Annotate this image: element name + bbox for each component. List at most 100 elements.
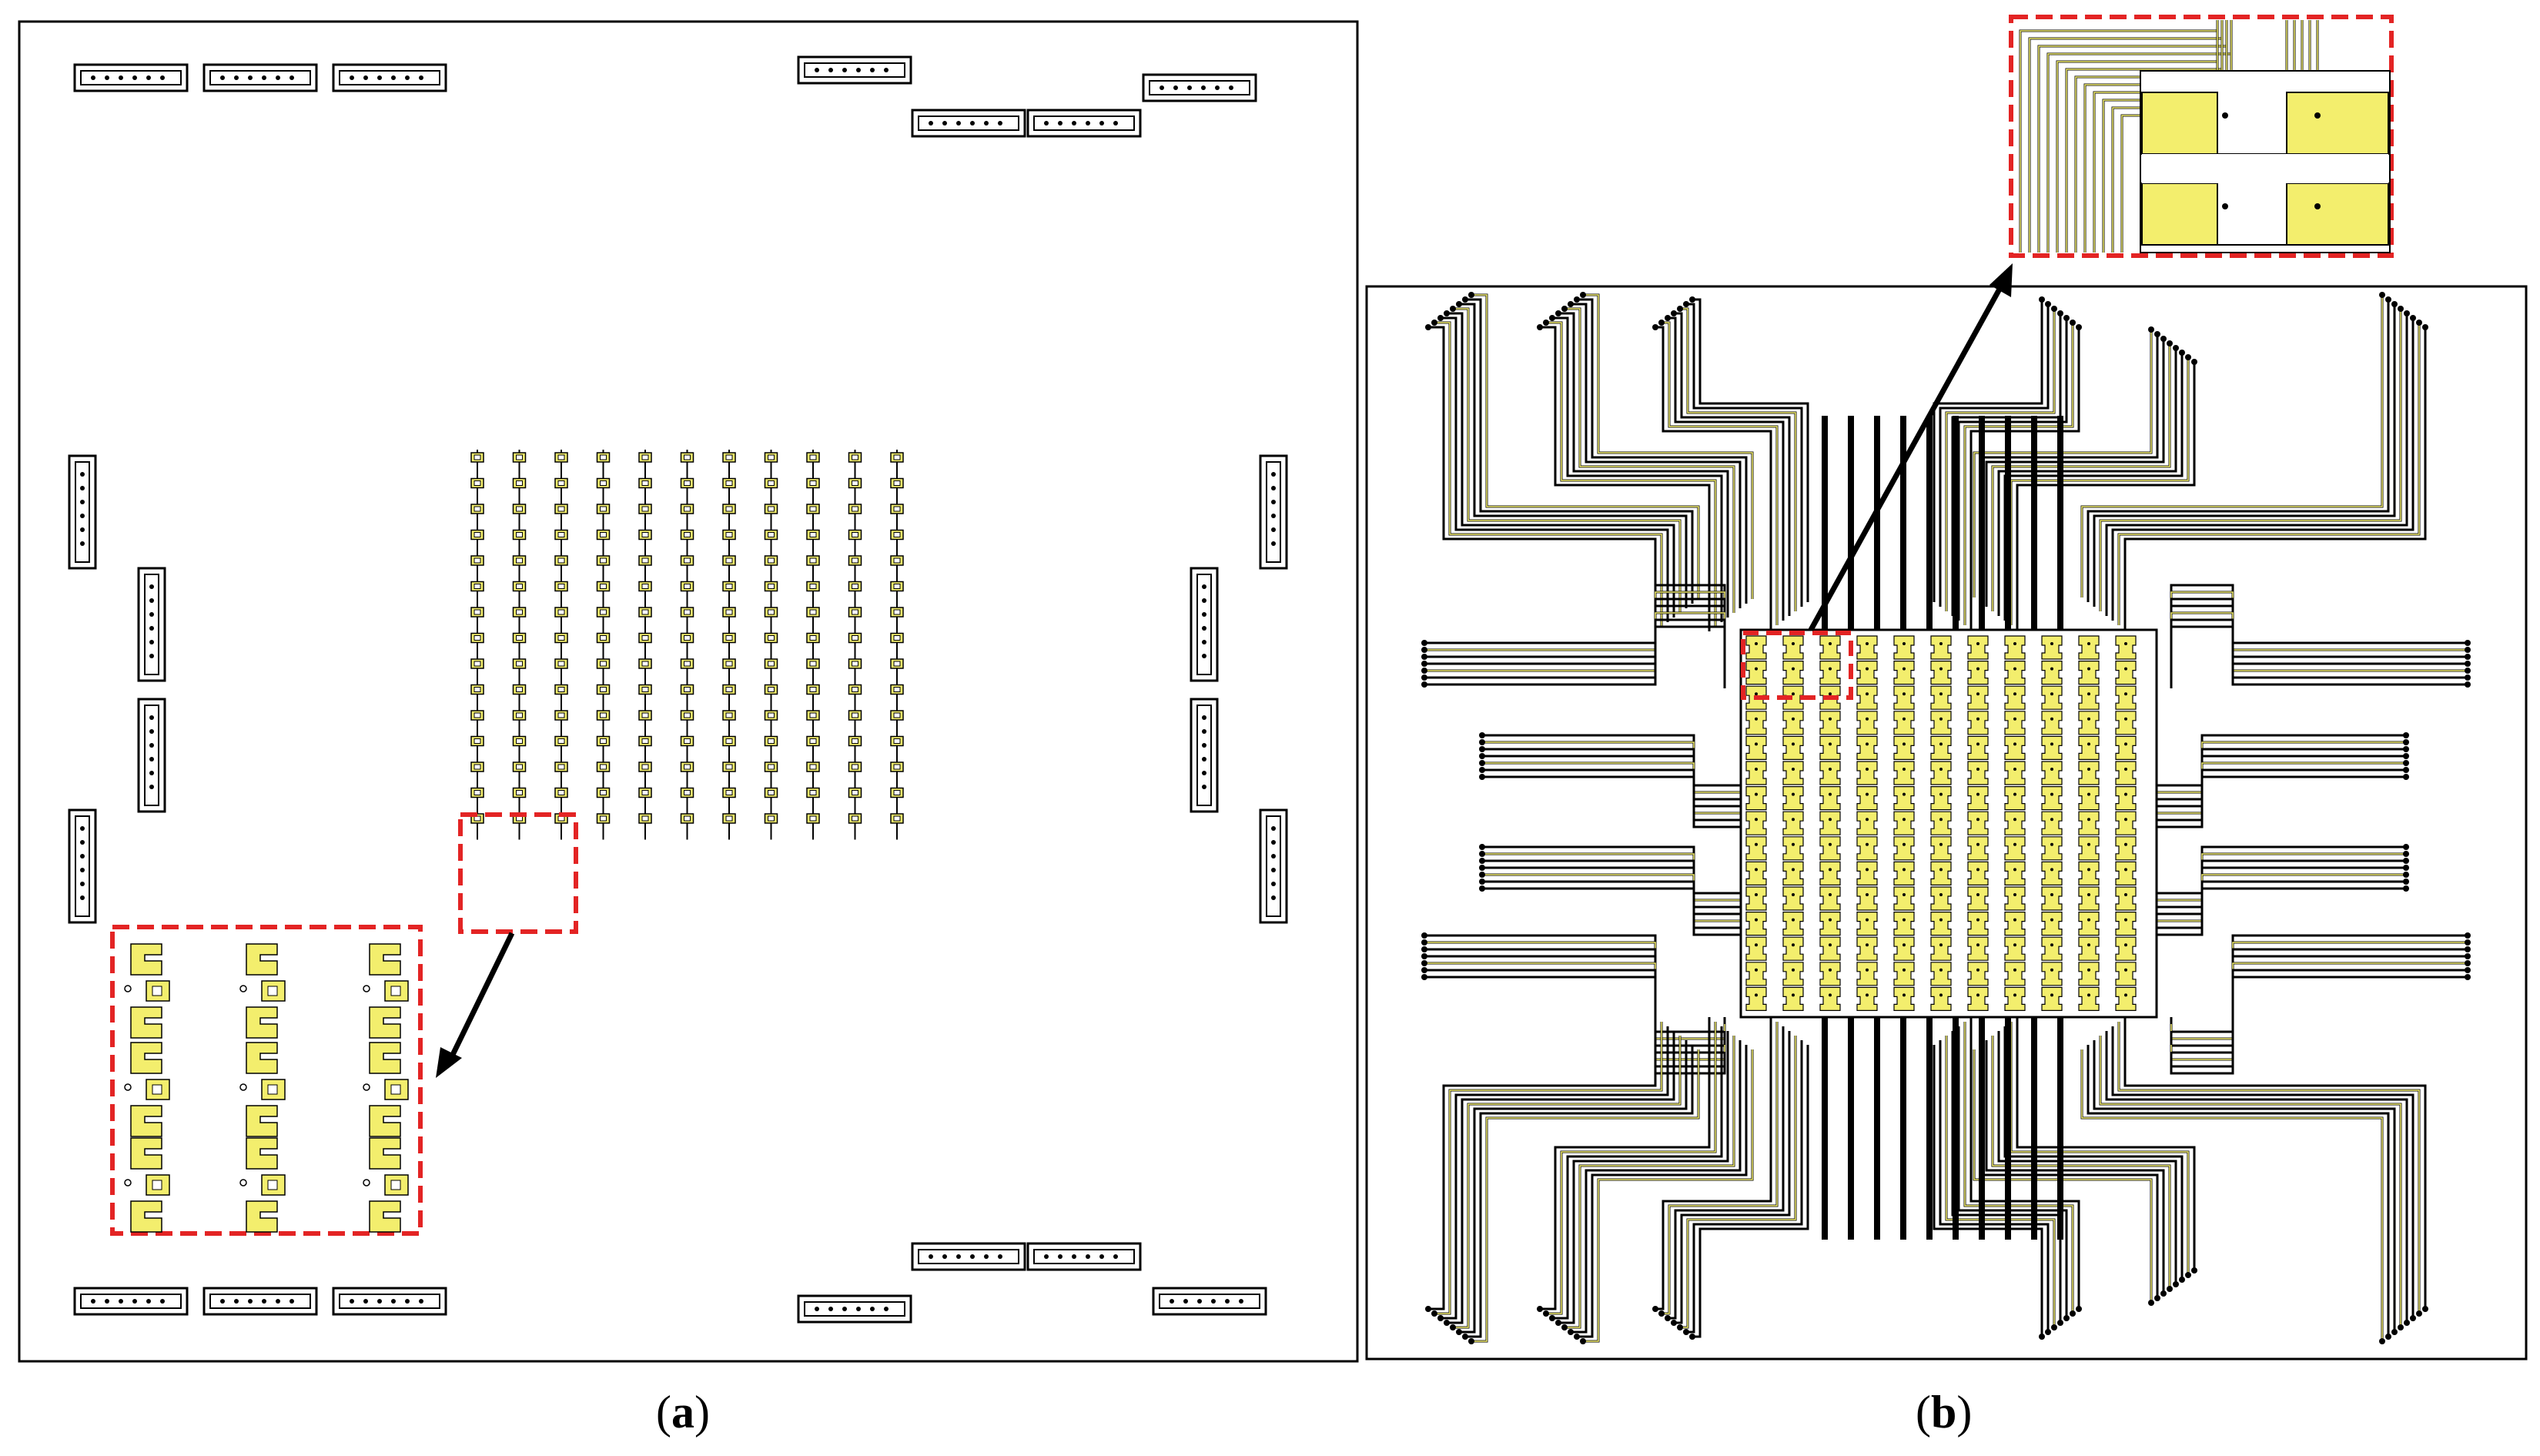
sensor-element <box>2078 761 2100 785</box>
sensor-element <box>470 529 484 541</box>
sensor-element <box>722 477 736 489</box>
sensor-element <box>1930 635 1952 660</box>
sensor-element <box>1967 635 1989 660</box>
sensor-element <box>722 504 736 514</box>
sensor-element <box>1893 962 1915 986</box>
sensor-element <box>470 684 484 695</box>
sensor-element <box>2115 911 2137 936</box>
sensor-element <box>680 735 694 747</box>
sensor-element <box>764 581 778 592</box>
sensor-element <box>2115 836 2137 861</box>
connector-bottom-left-3 <box>332 1287 447 1316</box>
sensor-element <box>596 813 611 824</box>
sensor-element <box>890 658 904 669</box>
sensor-element <box>512 761 527 772</box>
sensor-element <box>2041 836 2063 861</box>
sensor-element <box>596 529 611 541</box>
sensor-element <box>1782 886 1804 911</box>
sensor-element <box>1782 911 1804 936</box>
connector-bottom-right-3 <box>1026 1242 1142 1271</box>
sensor-element <box>512 710 527 721</box>
sensor-element <box>554 555 568 566</box>
sensor-element <box>890 555 904 566</box>
sensor-element <box>1819 911 1841 936</box>
sensor-element <box>554 504 568 514</box>
sensor-element <box>2078 986 2100 1012</box>
sensor-element <box>806 658 820 669</box>
sensor-element <box>1893 986 1915 1012</box>
sensor-element <box>722 555 736 566</box>
sensor-element <box>1745 785 1767 811</box>
highlight-box-b-source <box>1741 631 1853 700</box>
sensor-element <box>1819 785 1841 811</box>
sensor-element <box>722 452 736 463</box>
sensor-element <box>764 477 778 489</box>
sensor-element <box>1893 861 1915 886</box>
sensor-element <box>1930 711 1952 735</box>
sensor-element <box>470 477 484 489</box>
sensor-element <box>2004 861 2026 886</box>
sensor-element <box>1893 811 1915 835</box>
sensor-element <box>2041 986 2063 1012</box>
sensor-element <box>1967 735 1989 761</box>
sensor-element <box>806 504 820 514</box>
connector-top-right-3 <box>1026 109 1142 138</box>
sensor-element <box>2041 660 2063 685</box>
sensor-element <box>1930 861 1952 886</box>
sensor-element <box>680 452 694 463</box>
sensor-element <box>848 504 862 514</box>
sensor-element <box>470 555 484 566</box>
sensor-element <box>848 452 862 463</box>
sensor-element <box>1819 811 1841 835</box>
sensor-element <box>848 761 862 772</box>
sensor-element <box>1745 911 1767 936</box>
sensor-element <box>2041 635 2063 660</box>
sensor-element <box>1856 761 1878 785</box>
sensor-element <box>2004 911 2026 936</box>
connector-top-right-1 <box>797 55 912 85</box>
sensor-element <box>638 477 652 489</box>
sensor-element <box>848 555 862 566</box>
sensor-element <box>2078 735 2100 761</box>
sensor-element <box>2041 911 2063 936</box>
sensor-element <box>2115 711 2137 735</box>
sensor-element <box>638 813 652 824</box>
sensor-element <box>596 787 611 798</box>
sensor-element <box>1856 785 1878 811</box>
sensor-element <box>2115 986 2137 1012</box>
sensor-element <box>512 735 527 747</box>
arrow-b-head <box>1989 263 2013 297</box>
sensor-element <box>638 581 652 592</box>
sensor-element <box>806 477 820 489</box>
sensor-element <box>1782 711 1804 735</box>
sensor-element <box>2004 785 2026 811</box>
sensor-element <box>806 813 820 824</box>
sensor-element <box>2078 836 2100 861</box>
sensor-element <box>1782 861 1804 886</box>
sensor-element <box>1893 660 1915 685</box>
sensor-element <box>470 581 484 592</box>
caption-b: (b) <box>1916 1387 1973 1438</box>
sensor-element <box>2004 735 2026 761</box>
connector-bottom-left-1 <box>73 1287 189 1316</box>
sensor-element <box>806 710 820 721</box>
sensor-element <box>680 529 694 541</box>
sensor-element <box>1819 635 1841 660</box>
sensor-element <box>638 529 652 541</box>
sensor-element <box>596 581 611 592</box>
sensor-element <box>1782 660 1804 685</box>
sensor-element <box>680 684 694 695</box>
arrow-a-head <box>436 1047 462 1078</box>
sensor-element <box>890 684 904 695</box>
sensor-element <box>1893 635 1915 660</box>
sensor-element <box>1930 785 1952 811</box>
sensor-element <box>764 710 778 721</box>
sensor-element <box>848 684 862 695</box>
sensor-element <box>2004 711 2026 735</box>
sensor-element <box>638 607 652 618</box>
sensor-element <box>806 787 820 798</box>
sensor-element <box>890 452 904 463</box>
sensor-element <box>2078 785 2100 811</box>
sensor-element <box>1930 836 1952 861</box>
sensor-element <box>596 555 611 566</box>
